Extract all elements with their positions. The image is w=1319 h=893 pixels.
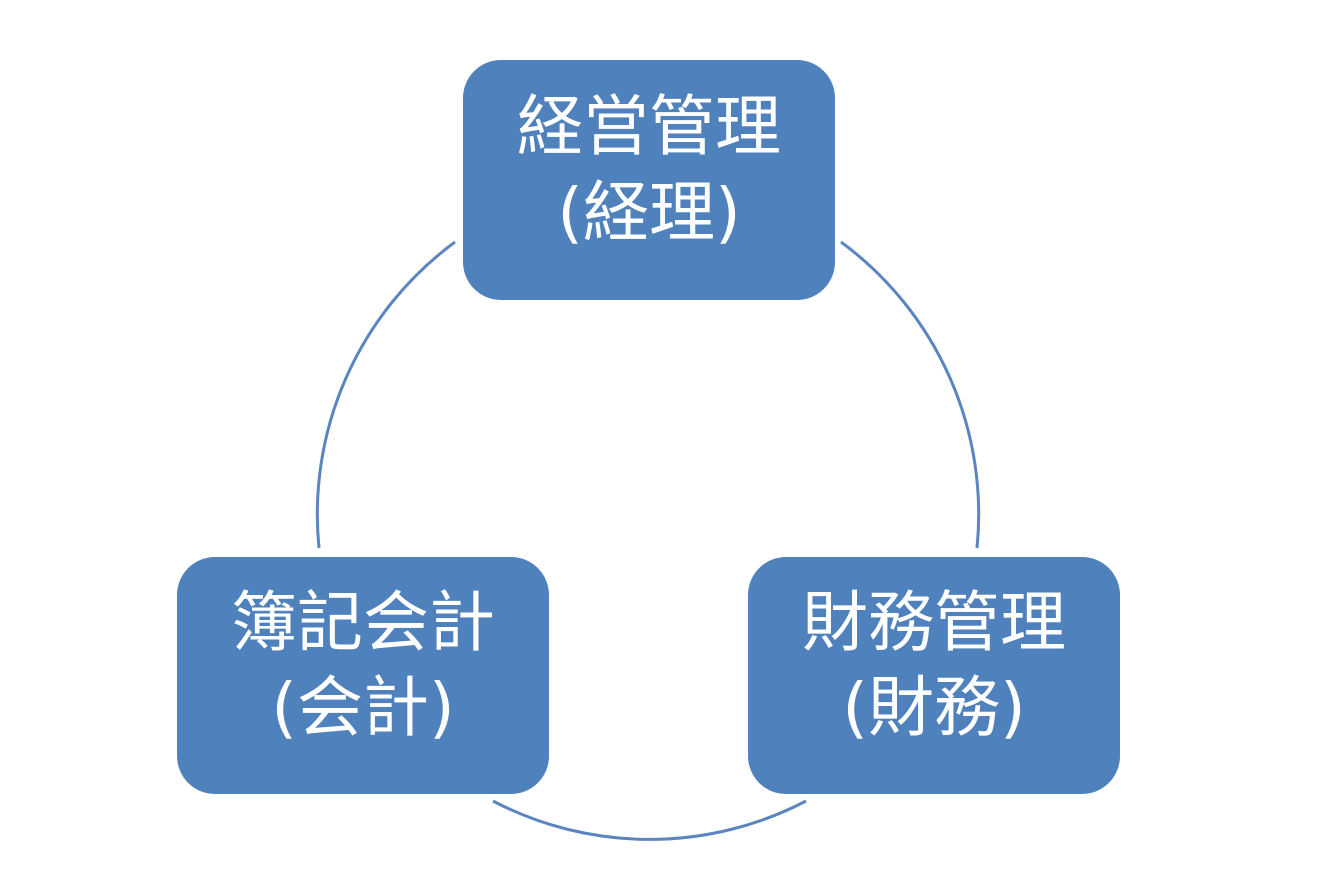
node-management-box	[463, 60, 835, 300]
node-finance-title: 財務管理	[802, 584, 1066, 661]
node-accounting-subtitle: (会計)	[271, 669, 455, 746]
node-management-subtitle: (経理)	[557, 174, 741, 251]
node-management: 経営管理 (経理)	[463, 60, 835, 300]
arc-management-to-finance	[840, 240, 981, 549]
node-finance: 財務管理 (財務)	[748, 557, 1120, 794]
node-finance-subtitle: (財務)	[842, 669, 1026, 746]
node-finance-box	[748, 557, 1120, 794]
node-accounting-title: 簿記会計	[231, 584, 495, 661]
arc-finance-to-accounting	[492, 799, 807, 841]
arc-accounting-to-management	[315, 240, 456, 549]
node-management-title: 経営管理	[517, 88, 781, 165]
node-accounting-box	[177, 557, 549, 794]
node-accounting: 簿記会計 (会計)	[177, 557, 549, 794]
